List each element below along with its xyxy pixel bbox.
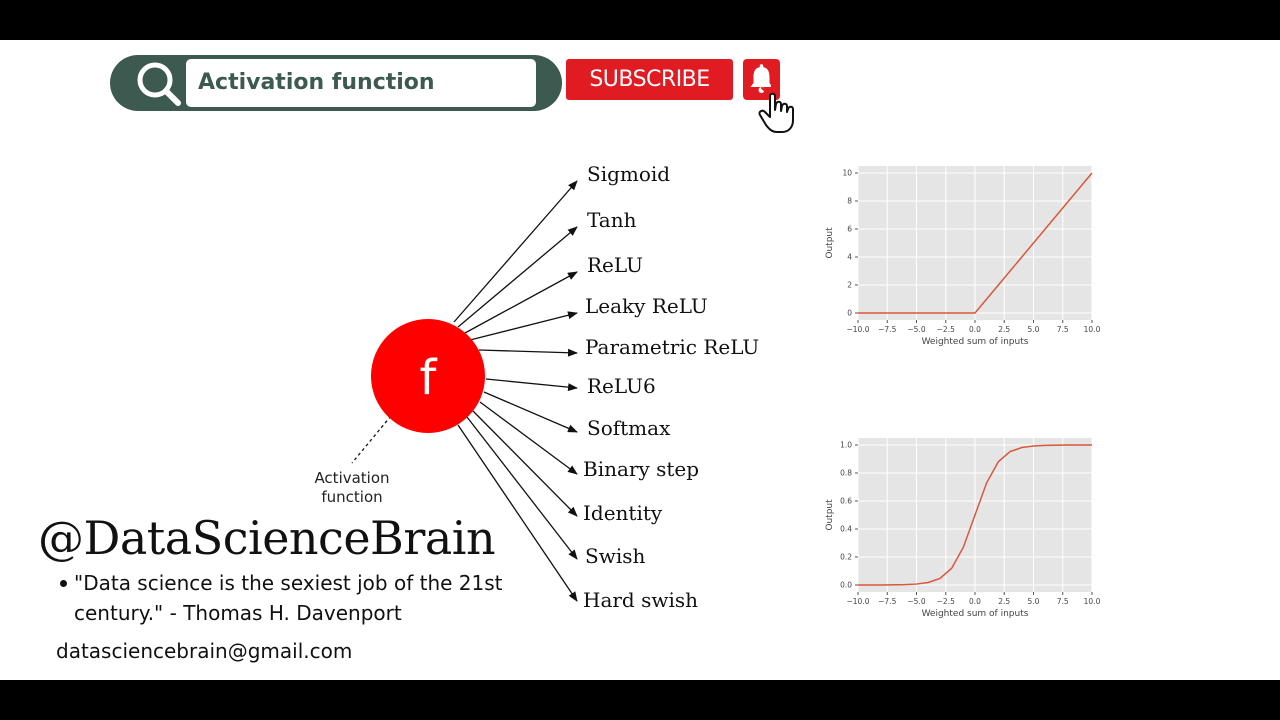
function-node <box>371 319 485 433</box>
x-tick-label: −5.0 <box>907 597 925 606</box>
x-tick-label: 0.0 <box>969 597 981 606</box>
sigmoid-chart-svg: −10.0 −7.5 −5.0 −2.5 0.0 2.5 5.0 7.5 10.0 0.0 0.2 0… <box>825 438 1101 619</box>
arrow-hard-swish <box>457 424 578 602</box>
arrow-relu <box>464 271 578 334</box>
bullet-dot <box>60 580 67 587</box>
x-tick-label: −5.0 <box>907 325 925 334</box>
x-axis-label: Weighted sum of inputs <box>922 337 1029 347</box>
function-node-symbol: f <box>420 350 438 406</box>
function-label-tanh: Tanh <box>587 208 637 232</box>
arrow-sigmoid <box>453 180 578 323</box>
function-label-leaky-relu: Leaky ReLU <box>585 294 708 318</box>
search-input <box>186 59 536 107</box>
bottom-letterbox-bar <box>0 680 1280 720</box>
y-tick-label: 1.0 <box>840 441 852 450</box>
quote-text: "Data science is the sexiest job of the … <box>74 571 503 625</box>
channel-handle: @DataScienceBrain <box>38 511 496 565</box>
function-label-swish: Swish <box>585 544 646 568</box>
x-tick-label: 7.5 <box>1057 597 1069 606</box>
y-axis-label: Output <box>825 227 835 259</box>
x-tick-label: 7.5 <box>1057 325 1069 334</box>
relu-chart: −10.0 −7.5 −5.0 −2.5 0.0 2.5 5.0 7.5 10.0 0 2 4 6 8 10… <box>818 158 1108 350</box>
x-tick-label: −10.0 <box>847 597 870 606</box>
arrow-group <box>453 180 578 602</box>
series-line <box>857 444 1093 586</box>
y-tick-label: 8 <box>847 197 852 206</box>
x-tick-label: 2.5 <box>998 325 1010 334</box>
function-label-hard-swish: Hard swish <box>583 588 699 612</box>
top-letterbox-bar <box>0 0 1280 40</box>
function-label-parametric-relu: Parametric ReLU <box>585 335 760 359</box>
arrow-leaky-relu <box>469 311 578 341</box>
x-tick-label: 2.5 <box>998 597 1010 606</box>
y-axis-label: Output <box>825 499 835 531</box>
y-tick-label: 0.6 <box>840 497 852 506</box>
x-tick-label: −2.5 <box>937 325 955 334</box>
x-tick-label: −10.0 <box>847 325 870 334</box>
x-tick-label: 5.0 <box>1028 325 1040 334</box>
subscribe-button: SUBSCRIBE <box>566 59 733 100</box>
y-tick-label: 0 <box>847 309 852 318</box>
y-tick-label: 4 <box>847 253 852 262</box>
search-icon <box>132 59 184 107</box>
arrow-parametric-relu <box>478 348 578 357</box>
arrow-swish <box>466 416 578 560</box>
arrow-identity <box>471 409 578 517</box>
x-tick-label: −7.5 <box>878 325 896 334</box>
function-label-sigmoid: Sigmoid <box>587 162 671 186</box>
y-tick-label: 6 <box>847 225 852 234</box>
x-tick-label: −7.5 <box>878 597 896 606</box>
x-axis-label: Weighted sum of inputs <box>922 609 1029 619</box>
y-tick-label: 0.8 <box>840 469 852 478</box>
node-caption-line1: Activation <box>314 469 389 487</box>
function-label-relu6: ReLU6 <box>587 374 656 398</box>
x-tick-label: 10.0 <box>1084 597 1101 606</box>
sigmoid-chart: −10.0 −7.5 −5.0 −2.5 0.0 2.5 5.0 7.5 10.0 0.0 0.2 0… <box>818 430 1108 622</box>
x-tick-label: 0.0 <box>969 325 981 334</box>
arrow-binary-step <box>479 401 578 475</box>
arrow-softmax <box>483 391 578 433</box>
x-tick-label: −2.5 <box>937 597 955 606</box>
hand-pointer-icon <box>756 84 802 134</box>
function-label-softmax: Softmax <box>587 416 671 440</box>
arrow-tanh <box>457 226 578 328</box>
y-tick-label: 0.2 <box>840 553 852 562</box>
y-tick-label: 10 <box>842 169 852 178</box>
contact-email: datasciencebrain@gmail.com <box>56 639 353 663</box>
series-line <box>858 172 1093 314</box>
node-caption-line2: function <box>321 488 382 506</box>
arrow-relu6 <box>485 378 578 392</box>
function-label-relu: ReLU <box>587 253 643 277</box>
search-query-text: Activation function <box>198 70 435 95</box>
x-tick-label: 5.0 <box>1028 597 1040 606</box>
function-label-identity: Identity <box>583 501 663 525</box>
relu-chart-svg: −10.0 −7.5 −5.0 −2.5 0.0 2.5 5.0 7.5 10.0 0 2 4 6 8 10… <box>825 166 1101 347</box>
function-label-binary-step: Binary step <box>583 457 700 481</box>
x-tick-label: 10.0 <box>1084 325 1101 334</box>
y-tick-label: 0.0 <box>840 581 852 590</box>
y-tick-label: 2 <box>847 281 852 290</box>
y-tick-label: 0.4 <box>840 525 852 534</box>
